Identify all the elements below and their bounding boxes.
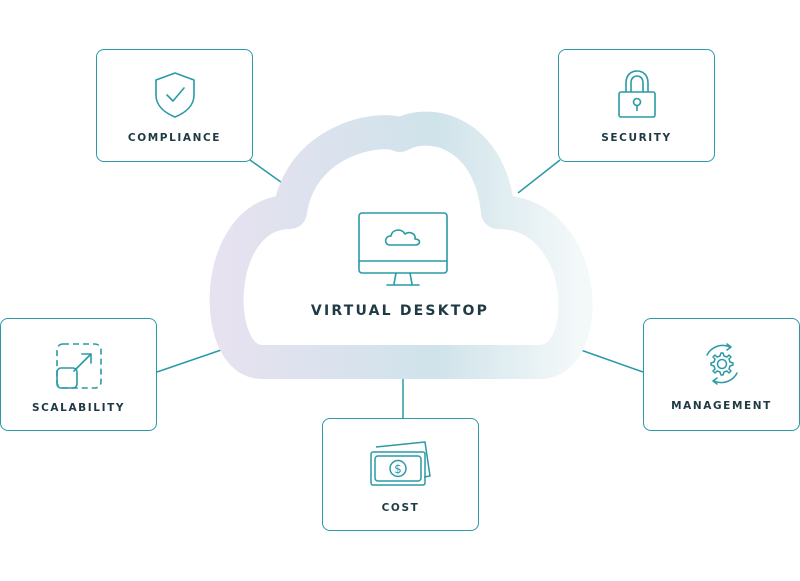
shield-check-icon (154, 72, 195, 118)
node-management-label: MANAGEMENT (671, 400, 772, 412)
dollar-bills-icon: $ (369, 441, 431, 486)
gear-cycle-icon (705, 343, 738, 385)
scale-arrow-icon (55, 343, 102, 389)
connector-security (517, 159, 561, 194)
center-title: VIRTUAL DESKTOP (310, 303, 490, 319)
node-compliance: COMPLIANCE (96, 49, 253, 162)
node-cost-label: COST (381, 502, 420, 514)
node-scalability: SCALABILITY (0, 318, 157, 431)
node-management: MANAGEMENT (643, 318, 800, 431)
node-compliance-label: COMPLIANCE (127, 132, 222, 144)
node-security-label: SECURITY (601, 132, 672, 144)
node-scalability-label: SCALABILITY (31, 402, 126, 414)
connector-scalability (156, 348, 225, 373)
monitor-cloud-icon (358, 212, 448, 286)
padlock-icon (617, 70, 656, 118)
node-cost: $ COST (322, 418, 479, 531)
dollar-sign-glyph: $ (394, 462, 402, 476)
node-security: SECURITY (558, 49, 715, 162)
connector-management (577, 348, 644, 373)
